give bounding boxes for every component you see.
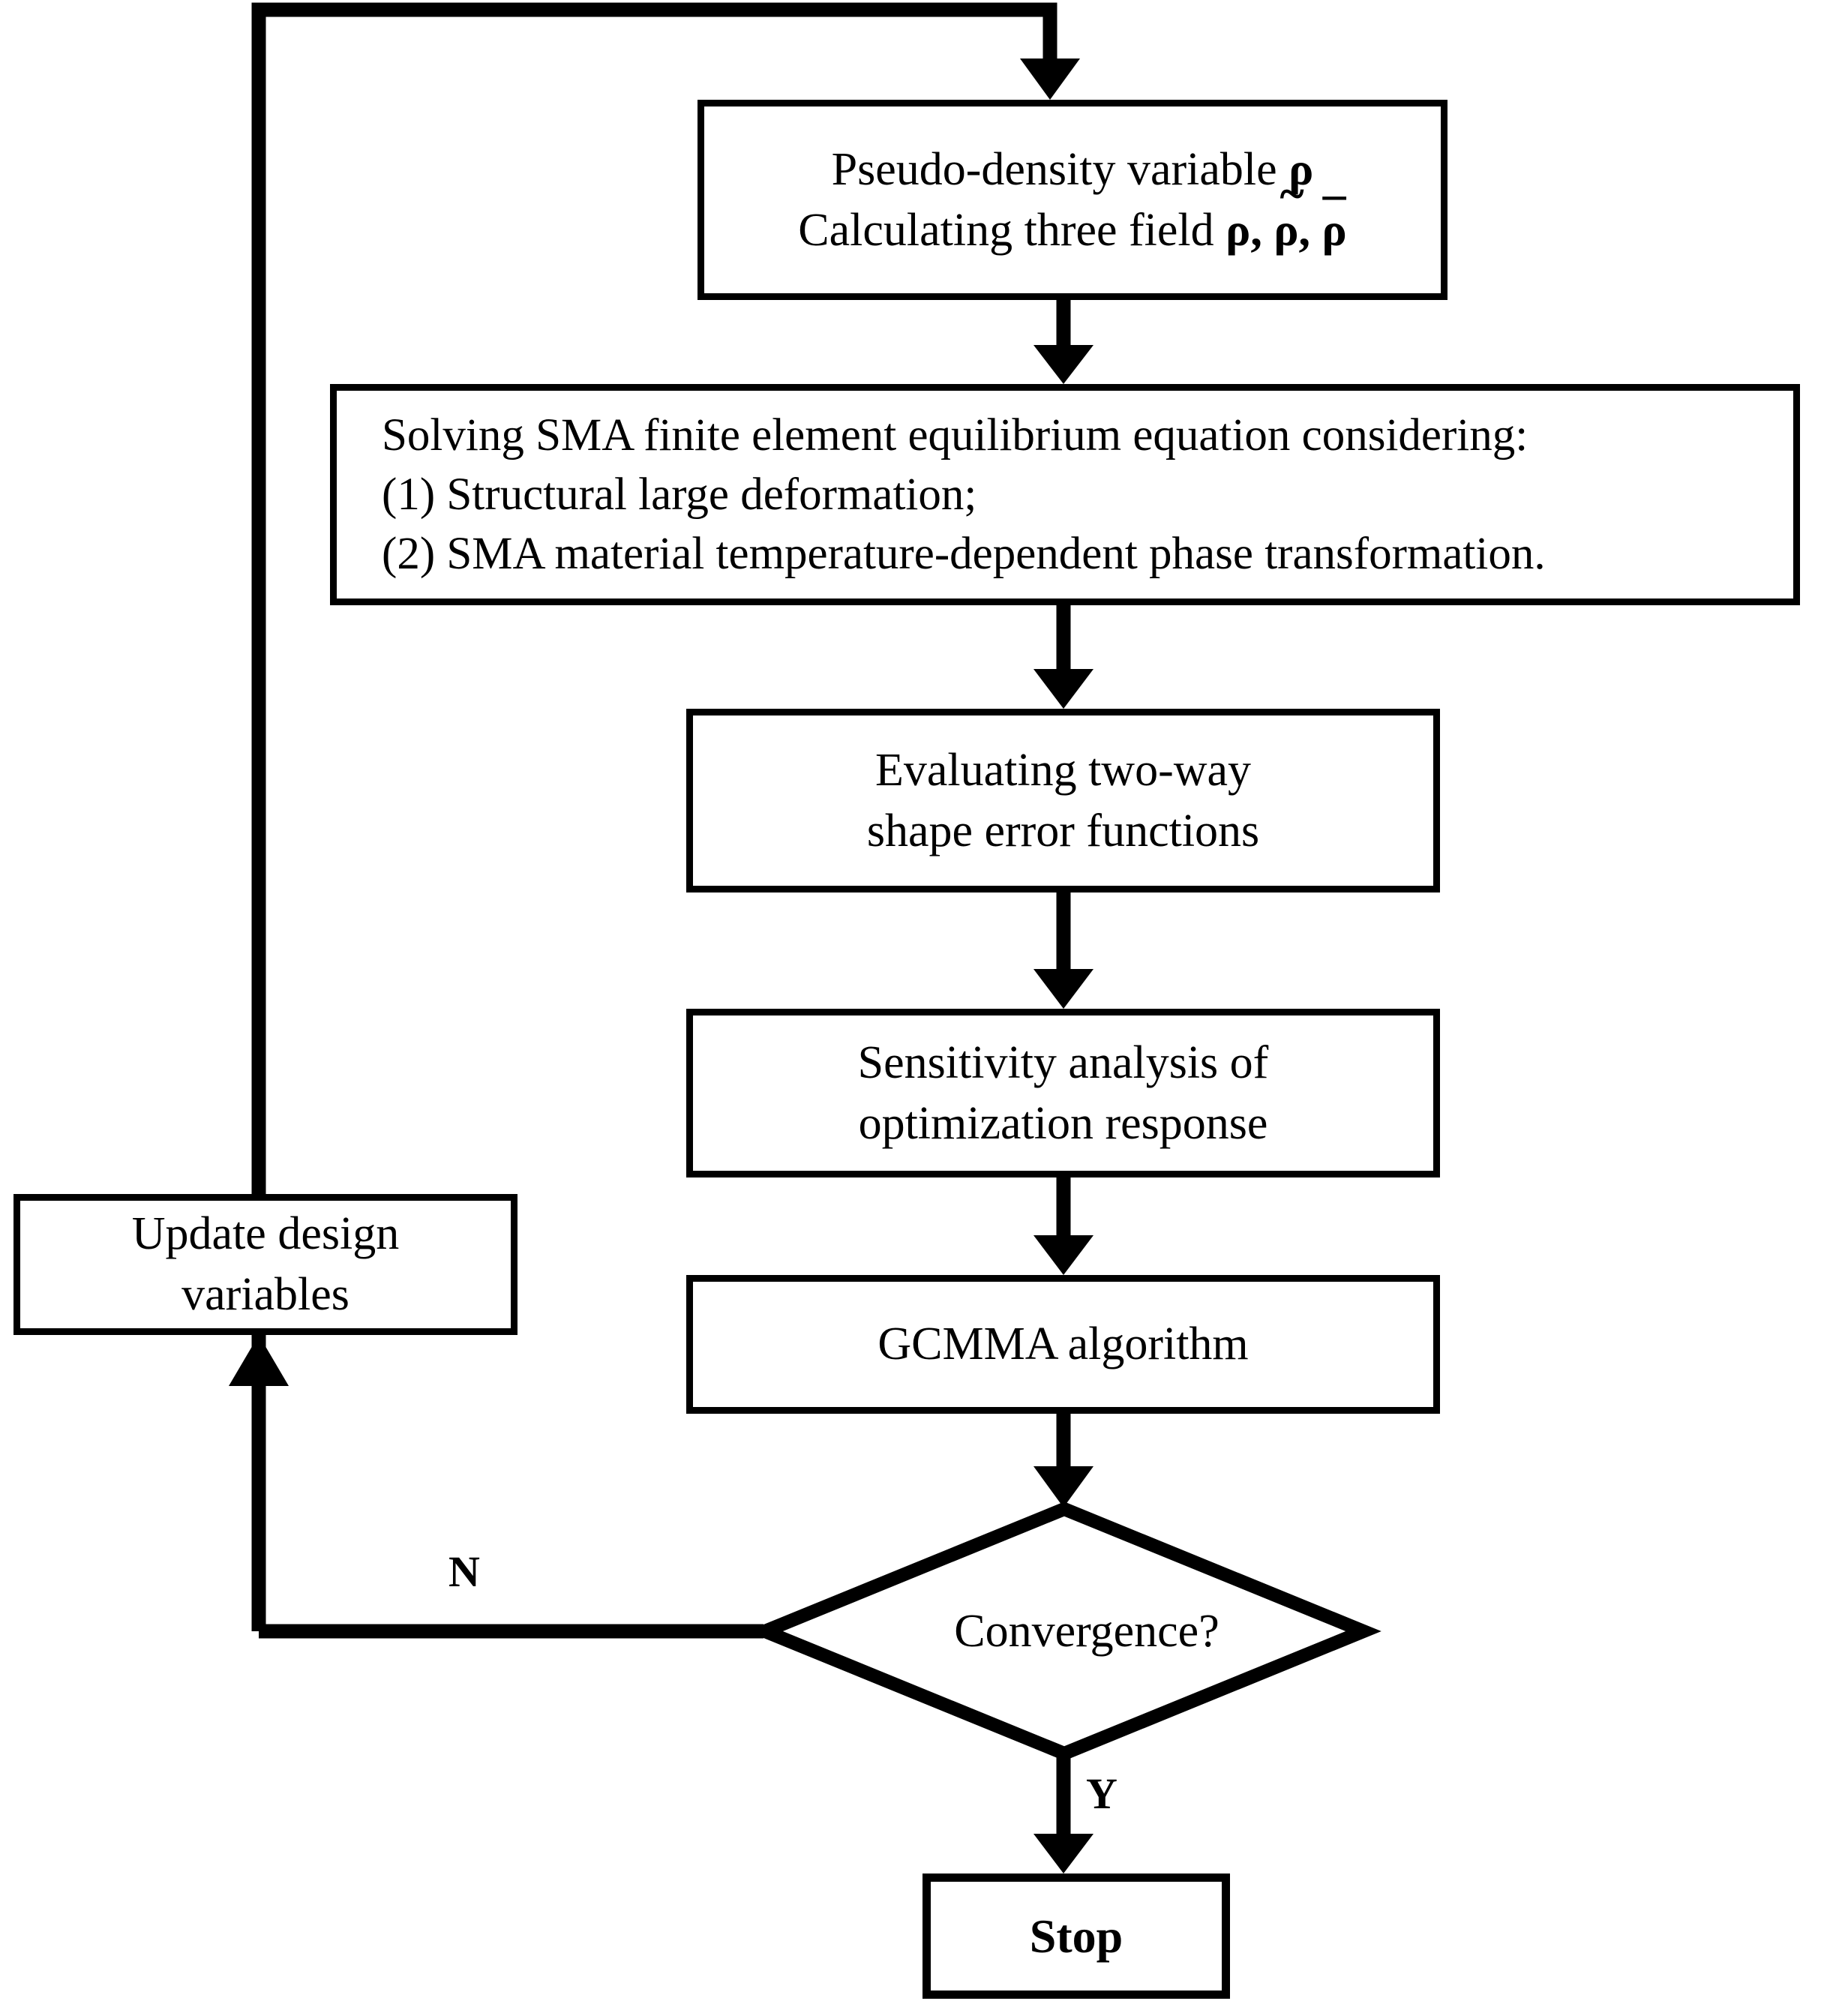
solving-line-3: (2) SMA material temperature-dependent p… — [382, 529, 1546, 580]
edge-convergence-yes — [1034, 1755, 1094, 1874]
gcmma-label: GCMMA algorithm — [878, 1318, 1249, 1370]
convergence-label: Convergence? — [954, 1605, 1220, 1657]
node-pseudo-density[interactable]: Pseudo-density variable ρ Calculating th… — [698, 100, 1448, 300]
update-line-2: variables — [182, 1269, 350, 1320]
rho-plain-symbol: ρ, — [1226, 204, 1262, 256]
rho-bar-symbol: –ρ — [1322, 169, 1347, 256]
edge-to-update-variables — [229, 1335, 289, 1631]
edge-sensitivity-to-gcmma — [1034, 1178, 1094, 1275]
pseudo-density-line-2: Calculating three field ρ, ~ρ, –ρ — [798, 169, 1347, 261]
node-sensitivity-analysis[interactable]: Sensitivity analysis of optimization res… — [686, 1009, 1440, 1178]
convergence-diamond-shape — [747, 1502, 1382, 1761]
update-line-1: Update design — [131, 1208, 400, 1260]
sensitivity-line-1: Sensitivity analysis of — [857, 1036, 1269, 1088]
rho-tilde-symbol: ~ρ, — [1274, 169, 1311, 256]
edge-gcmma-to-convergence — [1034, 1414, 1094, 1508]
node-gcmma-algorithm[interactable]: GCMMA algorithm — [686, 1275, 1440, 1414]
node-solving-sma-equilibrium[interactable]: Solving SMA finite element equilibrium e… — [330, 384, 1800, 605]
node-update-design-variables[interactable]: Update design variables — [14, 1194, 518, 1335]
stop-label: Stop — [1029, 1909, 1124, 1963]
solving-line-2: (1) Structural large deformation; — [382, 469, 977, 520]
sensitivity-line-2: optimization response — [858, 1097, 1268, 1149]
edge-pseudo-to-solving — [1034, 300, 1094, 384]
node-convergence-decision[interactable]: Convergence? — [764, 1508, 1365, 1755]
edge-feedback-loop — [251, 2, 1080, 1624]
rho-symbol: ρ — [1288, 143, 1314, 195]
evaluating-line-2: shape error functions — [866, 805, 1260, 856]
edge-evaluating-to-sensitivity — [1034, 892, 1094, 1009]
edge-label-no: N — [448, 1547, 480, 1596]
solving-line-1: Solving SMA finite element equilibrium e… — [382, 410, 1528, 460]
pseudo-density-line-1: Pseudo-density variable ρ — [831, 143, 1314, 195]
node-evaluating-shape-error[interactable]: Evaluating two-way shape error functions — [686, 709, 1440, 892]
evaluating-line-1: Evaluating two-way — [874, 744, 1252, 796]
edge-solving-to-evaluating — [1034, 605, 1094, 709]
edge-label-yes: Y — [1086, 1769, 1118, 1818]
node-stop[interactable]: Stop — [922, 1874, 1230, 1999]
